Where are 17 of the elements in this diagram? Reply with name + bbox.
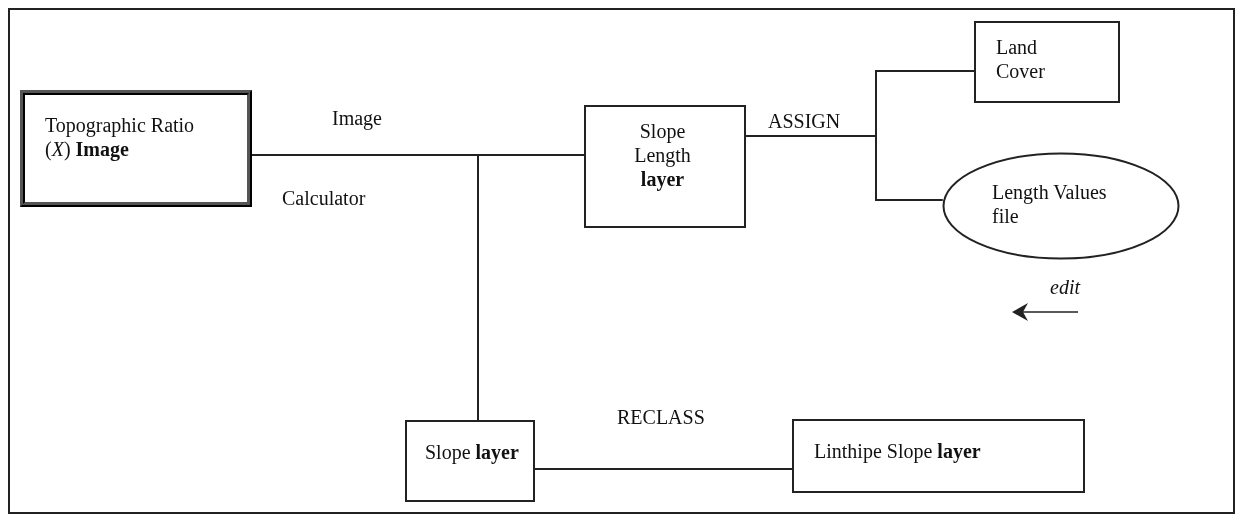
- process-box: [584, 105, 746, 228]
- process-box: [792, 419, 1085, 493]
- process-box: [405, 420, 535, 502]
- node-label: Topographic Ratio (X) Image: [45, 113, 196, 161]
- process-box: [20, 90, 252, 207]
- node-label: Slope layer: [425, 440, 520, 464]
- node-label: Linthipe Slope layer: [814, 439, 982, 463]
- connector-line: [745, 135, 944, 201]
- action-label: edit: [1050, 275, 1080, 299]
- tool-label: Calculator: [282, 186, 366, 210]
- tool-label: Image: [332, 106, 382, 130]
- node-label: Slope Length layer: [633, 119, 692, 191]
- node-label: Land Cover: [996, 35, 1046, 83]
- file-ellipse: [942, 152, 1180, 260]
- node-label: Length Values file: [992, 180, 1108, 228]
- process-box: [974, 21, 1120, 103]
- connector-line: [534, 468, 793, 470]
